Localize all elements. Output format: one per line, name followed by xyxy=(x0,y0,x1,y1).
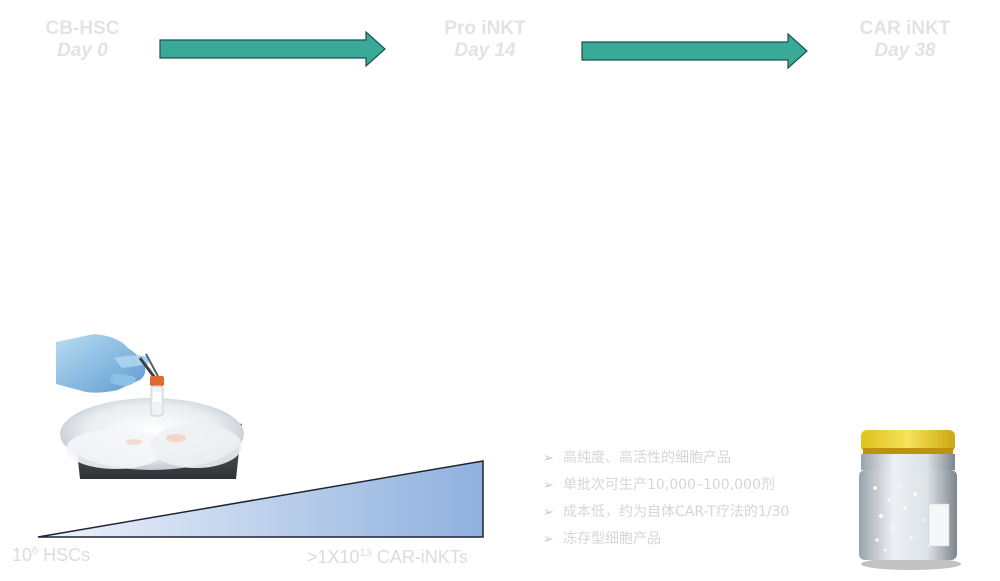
arrow-bullet-icon: ➢ xyxy=(543,451,554,466)
stage-day: Day 14 xyxy=(454,39,516,61)
scale-start-exponent: 6 xyxy=(32,545,39,557)
list-item-text: 冻存型细胞产品 xyxy=(563,531,661,547)
scale-end-unit: CAR-iNKTs xyxy=(371,547,468,567)
scale-end-exponent: 13 xyxy=(359,547,372,559)
scale-start-unit: HSCs xyxy=(38,545,91,565)
stage-day: Day 38 xyxy=(874,39,936,61)
feature-list: ➢ 高纯度、高活性的细胞产品 ➢ 单批次可生产10,000–100,000剂 ➢ 成本… xyxy=(543,448,789,556)
stage-pro-inkt: Pro iNKT Day 14 xyxy=(435,18,535,62)
arrow-shape xyxy=(159,30,386,68)
stage-car-inkt: CAR iNKT Day 38 xyxy=(855,18,955,62)
arrow-bullet-icon: ➢ xyxy=(543,505,554,520)
arrow-bullet-icon: ➢ xyxy=(543,532,554,547)
list-item-text: 单批次可生产10,000–100,000剂 xyxy=(563,477,775,493)
stage-day: Day 0 xyxy=(57,39,108,61)
list-item-text: 成本低，约为自体CAR-T疗法的1/30 xyxy=(563,504,790,520)
list-item: ➢ 高纯度、高活性的细胞产品 xyxy=(543,448,789,475)
scale-end-label: >1X1013 CAR-iNKTs xyxy=(307,547,468,568)
stage-cb-hsc: CB-HSC Day 0 xyxy=(40,18,125,62)
list-item-text: 高纯度、高活性的细胞产品 xyxy=(563,450,731,466)
list-item: ➢ 单批次可生产10,000–100,000剂 xyxy=(543,475,789,502)
scale-start-base: 10 xyxy=(12,545,33,565)
list-item: ➢ 成本低，约为自体CAR-T疗法的1/30 xyxy=(543,502,789,529)
stage-name: Pro iNKT xyxy=(444,18,526,39)
arrow-bullet-icon: ➢ xyxy=(543,478,554,493)
scale-end-prefix: >1X10 xyxy=(307,547,360,567)
arrow-shape xyxy=(581,32,808,70)
cryovial-photo xyxy=(56,334,244,479)
stage-name: CAR iNKT xyxy=(859,18,951,39)
arrow-right-icon xyxy=(159,30,386,68)
scale-start-label: 106 HSCs xyxy=(12,545,90,566)
stage-name: CB-HSC xyxy=(45,18,120,39)
container-photo xyxy=(855,428,963,570)
list-item: ➢ 冻存型细胞产品 xyxy=(543,529,789,556)
arrow-right-icon xyxy=(581,32,808,70)
